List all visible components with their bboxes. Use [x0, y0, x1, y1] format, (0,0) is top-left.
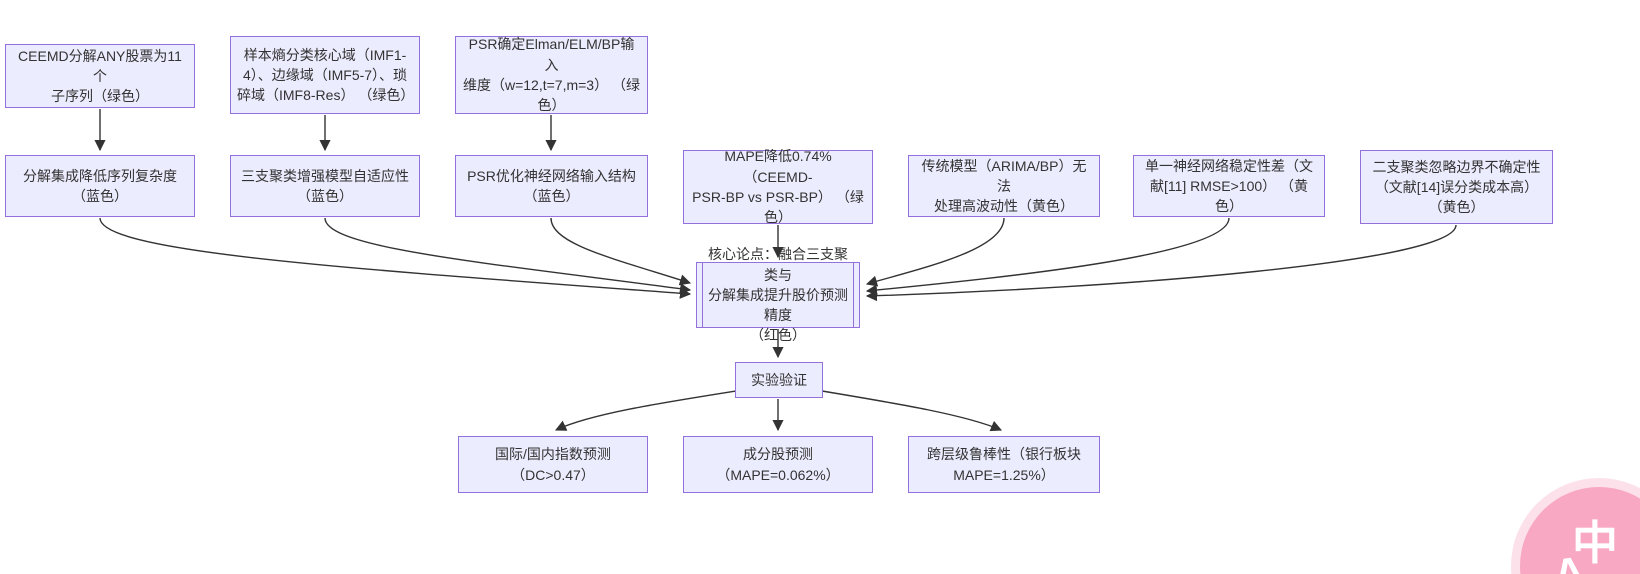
node-core-thesis: 核心论点：融合三支聚类与 分解集成提升股价预测精度 （红色） [696, 246, 860, 343]
node-experiment-validation: 实验验证 [735, 362, 823, 398]
node-cross-level-robustness: 跨层级鲁棒性（银行板块 MAPE=1.25%） [908, 436, 1100, 493]
node-ceemd-decompose: CEEMD分解ANY股票为11个 子序列（绿色） [5, 44, 195, 108]
node-psr-optimizes-input-structure: PSR优化神经网络输入结构 （蓝色） [455, 155, 648, 217]
node-psr-input-dimension: PSR确定Elman/ELM/BP输入 维度（w=12,t=7,m=3） （绿 … [455, 36, 648, 114]
node-single-nn-instability: 单一神经网络稳定性差（文 献[11] RMSE>100） （黄色） [1133, 155, 1325, 217]
edge-e-k [324, 217, 692, 295]
edge-d-k [99, 217, 692, 299]
edge-j-k [865, 224, 1457, 302]
node-mape-reduction: MAPE降低0.74%（CEEMD- PSR-BP vs PSR-BP） （绿 … [683, 148, 873, 225]
node-decomposition-reduces-complexity: 分解集成降低序列复杂度 （蓝色） [5, 155, 195, 217]
edge-v-n [821, 390, 1003, 432]
node-three-way-clustering-adaptivity: 三支聚类增强模型自适应性 （蓝色） [230, 155, 420, 217]
node-constituent-prediction: 成分股预测 （MAPE=0.062%） [683, 436, 873, 493]
translate-badge-chinese-glyph: 中 [1572, 517, 1618, 569]
edge-f-k [550, 217, 692, 286]
node-sample-entropy-domains: 样本熵分类核心域（IMF1- 4）、边缘域（IMF5-7）、琐 碎域（IMF8-… [230, 36, 420, 114]
edge-h-k [865, 217, 1005, 287]
translate-badge-button[interactable]: 中 A [1520, 487, 1640, 574]
node-two-way-clustering-limitation: 二支聚类忽略边界不确定性 （文献[14]误分类成本高） （黄色） [1360, 150, 1553, 224]
node-traditional-model-limitation: 传统模型（ARIMA/BP）无法 处理高波动性（黄色） [908, 155, 1100, 217]
edge-i-k [865, 217, 1230, 296]
edge-v-l [554, 390, 737, 431]
node-index-prediction: 国际/国内指数预测 （DC>0.47） [458, 436, 648, 493]
